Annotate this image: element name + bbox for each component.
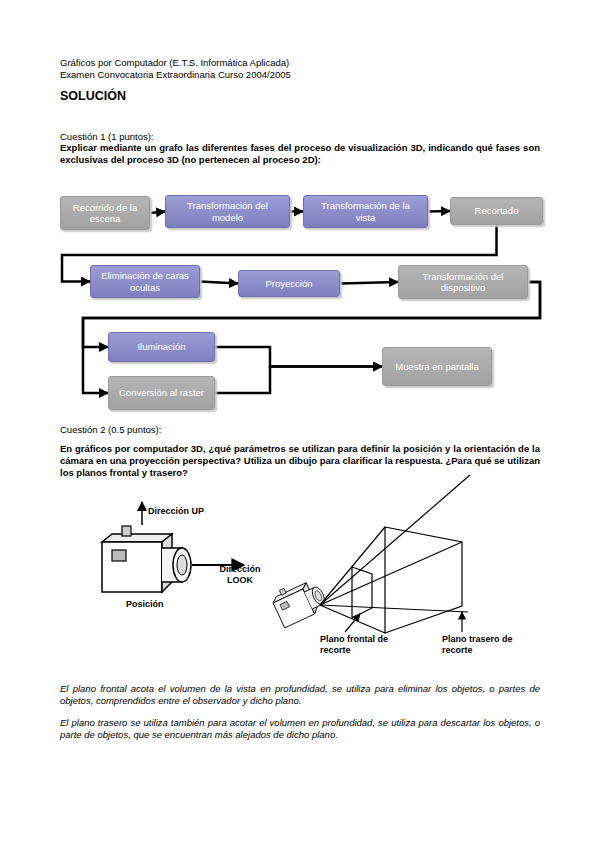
flow-arrow: [200, 282, 238, 284]
box-text: Recorrido de la escena: [67, 202, 143, 225]
box-text-group: Iluminación: [137, 341, 185, 352]
position-label: Posición: [126, 599, 186, 610]
page-title: SOLUCIÓN: [60, 89, 126, 105]
process-box: Transformación del modelo: [165, 195, 290, 228]
box-text-group: Eliminación de caras ocultas: [97, 270, 193, 293]
box-text-group: Muestra en pantalla: [395, 361, 478, 372]
question-heading: Cuestión 2 (0.5 puntos):: [60, 424, 540, 436]
box-text-group: Transformación de la vista: [310, 200, 421, 223]
process-box: Recorrido de la escena: [60, 196, 150, 230]
process-box: Conversión al raster: [108, 376, 215, 410]
box-text-group: Recorrido de la escena: [67, 202, 143, 225]
process-box: Proyección: [238, 270, 340, 297]
question-text: En gráficos por computador 3D, ¿qué pará…: [60, 443, 540, 479]
header-line: Gráficos por Computador (E.T.S. Informát…: [60, 57, 540, 69]
header-line: Examen Convocatoria Extraordinaria Curso…: [60, 69, 540, 81]
question-heading: Cuestión 1 (1 puntos):: [60, 131, 540, 143]
flow-arrow: [340, 282, 398, 284]
box-text: Transformación del modelo: [172, 200, 283, 223]
process-box: Iluminación: [108, 332, 215, 362]
flow-arrow: [428, 210, 450, 213]
box-text-group: Transformación del modelo: [172, 200, 283, 223]
box-text: Conversión al raster: [119, 387, 204, 398]
box-text: Recortado: [475, 205, 519, 216]
process-box: Transformación de la vista: [303, 195, 428, 228]
box-text: Eliminación de caras ocultas: [97, 270, 193, 293]
box-text-group: Recortado: [475, 205, 519, 216]
box-text-group: Proyección: [266, 278, 313, 289]
question-text: Explicar mediante un grafo las diferente…: [60, 142, 540, 166]
box-text: Iluminación: [137, 341, 185, 352]
flow-arrow: [290, 210, 303, 213]
flow-arrow: [215, 367, 382, 394]
answer-paragraph: El plano frontal acota el volumen de la …: [60, 683, 540, 707]
process-box: Recortado: [450, 197, 543, 225]
process-box: Muestra en pantalla: [382, 347, 492, 386]
box-text: Transformación del dispositivo: [405, 271, 521, 294]
box-text-group: Conversión al raster: [119, 387, 204, 398]
direction-label: Dirección LOOK: [210, 564, 270, 587]
direction-label: Dirección UP: [148, 506, 228, 517]
box-text: Proyección: [266, 278, 313, 289]
answer-paragraph: El plano trasero se utiliza también para…: [60, 717, 540, 741]
box-text-group: Transformación del dispositivo: [405, 271, 521, 294]
box-text: Muestra en pantalla: [395, 361, 478, 372]
flow-arrow: [150, 212, 165, 214]
plane-label: Plano frontal de recorte: [320, 634, 415, 657]
plane-label: Plano trasero de recorte: [442, 634, 537, 657]
box-text: Transformación de la vista: [310, 200, 421, 223]
flow-arrow: [215, 347, 382, 367]
process-box: Eliminación de caras ocultas: [90, 265, 200, 298]
process-box: Transformación del dispositivo: [398, 265, 528, 299]
